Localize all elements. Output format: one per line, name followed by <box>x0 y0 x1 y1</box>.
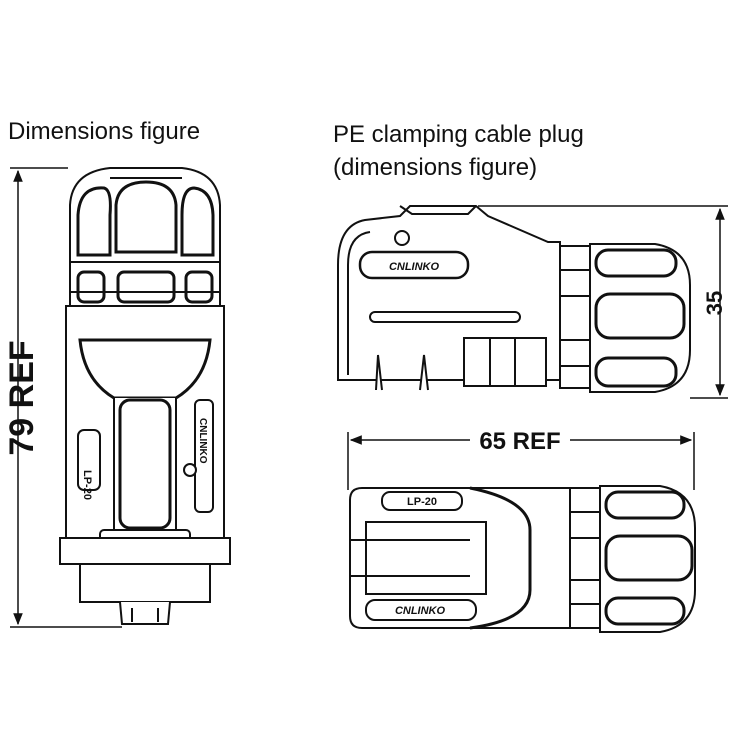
plug-body-top <box>349 486 571 630</box>
figure-caption-dimensions: Dimensions figure <box>8 118 201 145</box>
dimension-height-35 <box>478 205 728 399</box>
dimension-label-79-ref: 79 REF <box>3 340 41 455</box>
collar-ring <box>69 261 221 307</box>
dimension-label-35: 35 <box>702 291 727 315</box>
dimension-label-65-ref: 65 REF <box>479 428 560 455</box>
caption-line-2: (dimensions figure) <box>333 154 538 181</box>
brand-marking-side: CNLINKO <box>389 261 440 273</box>
clamping-nut-top <box>69 167 221 263</box>
brand-marking-top: CNLINKO <box>395 605 446 617</box>
dimension-height-79 <box>10 167 122 628</box>
dimension-label-bg <box>470 424 570 456</box>
model-marking-top: LP-20 <box>407 496 437 508</box>
mounting-flange <box>59 537 231 625</box>
clamping-nut-side <box>559 243 691 393</box>
plug-housing <box>337 205 561 391</box>
connector-front-view <box>59 167 231 625</box>
plug-side-view <box>337 205 691 393</box>
caption-line-1: PE clamping cable plug <box>333 121 584 148</box>
brand-marking-front: CNLINKO <box>197 418 208 464</box>
plug-top-view <box>349 485 696 633</box>
figure-caption-pe-plug: PE clamping cable plug (dimensions figur… <box>333 118 733 184</box>
clamping-nut-top-view <box>569 485 696 633</box>
connector-body <box>65 305 225 549</box>
model-marking-front: LP-20 <box>81 470 93 500</box>
